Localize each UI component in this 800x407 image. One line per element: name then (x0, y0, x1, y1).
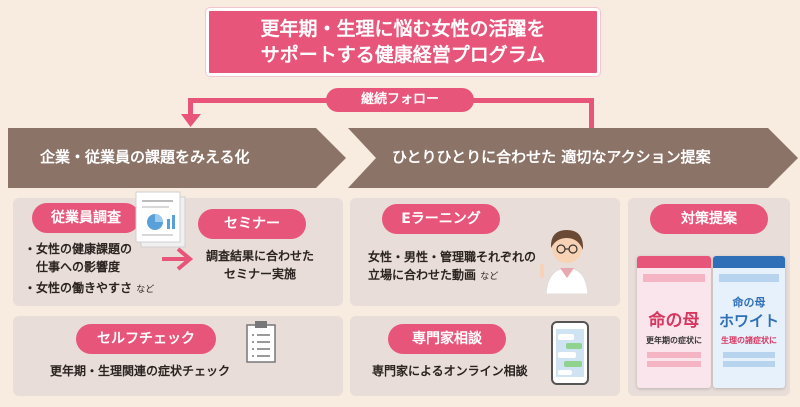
loop-line-left (188, 98, 328, 103)
elearning-title: Eラーニング (382, 204, 500, 234)
title-line-2: サポートする健康経営プログラム (260, 44, 546, 66)
instructor-icon (540, 230, 589, 294)
survey-title: 従業員調査 (32, 203, 140, 233)
proposal-title: 対策提案 (650, 204, 768, 234)
elearning-desc: 女性・男性・管理職それぞれの 立場に合わせた動画 など (368, 250, 537, 282)
selfcheck-desc: 更年期・生理関連の症状チェック (50, 364, 231, 378)
expert-title: 専門家相談 (388, 324, 506, 354)
arrow-label-left: 企業・従業員の課題をみえる化 (40, 148, 250, 166)
clipboard-icon (246, 321, 276, 363)
title-line-1: 更年期・生理に悩む女性の活躍を (260, 18, 546, 40)
seminar-title: セミナー (198, 209, 306, 239)
arrow-band-left (8, 128, 346, 188)
arrow-right-icon (162, 247, 194, 271)
process-arrows (8, 128, 798, 188)
loop-arrowhead-icon (181, 98, 201, 127)
product-inochinohaha: 命の母 更年期の症状に (637, 256, 711, 388)
survey-item-2: ・女性の働きやすさ など (24, 281, 155, 295)
product-right-name-1: 命の母 (732, 296, 766, 309)
program-title: 更年期・生理に悩む女性の活躍を サポートする健康経営プログラム (206, 8, 600, 76)
loop-line-right (472, 98, 594, 103)
survey-item-1: ・女性の健康課題の 仕事への影響度 (24, 242, 133, 274)
smartphone-icon (551, 321, 589, 385)
product-left-name: 命の母 (648, 311, 700, 331)
selfcheck-title: セルフチェック (76, 324, 216, 354)
arrow-band-right (348, 128, 798, 188)
loop-label: 継続フォロー (326, 88, 474, 112)
expert-desc: 専門家によるオンライン相談 (372, 364, 528, 378)
product-left-sub: 更年期の症状に (646, 336, 702, 345)
product-inochinohaha-white: 命の母 ホワイト 生理の諸症状に (713, 256, 785, 388)
product-right-name-2: ホワイト (718, 312, 779, 330)
loop-line-down (589, 98, 594, 128)
survey-document-icon (135, 191, 186, 248)
arrow-label-right: ひとりひとりに合わせた 適切なアクション提案 (392, 148, 711, 166)
seminar-desc: 調査結果に合わせた セミナー実施 (205, 249, 314, 281)
product-right-sub: 生理の諸症状に (721, 336, 777, 345)
